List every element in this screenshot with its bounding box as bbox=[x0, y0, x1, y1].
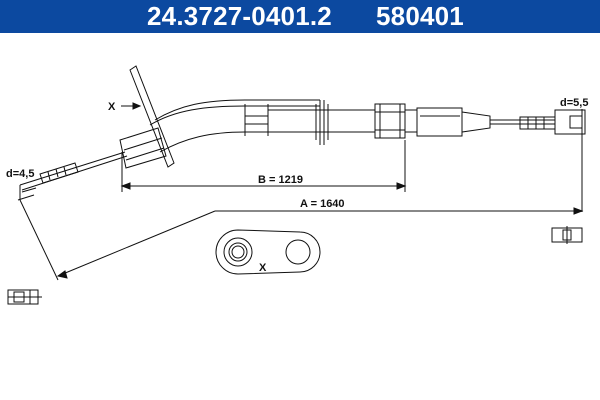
curved-conduit bbox=[149, 99, 320, 153]
view-arrow bbox=[121, 102, 142, 110]
cable-ferrule bbox=[374, 103, 491, 139]
flange-detail-view bbox=[215, 229, 321, 275]
view-marker-label: X bbox=[108, 101, 116, 113]
section-symbol-left bbox=[7, 289, 42, 305]
reference-code: 580401 bbox=[376, 1, 464, 31]
section-symbol-right bbox=[551, 226, 583, 244]
d-right-label: d=5,5 bbox=[560, 97, 588, 109]
d-left-label: d=4,5 bbox=[6, 168, 34, 180]
dimension-b bbox=[120, 140, 407, 192]
right-end-fitting bbox=[519, 109, 586, 212]
detail-marker-label: X bbox=[259, 262, 267, 274]
inner-wire bbox=[490, 119, 555, 125]
straight-conduit bbox=[268, 100, 375, 145]
dimension-b-label: B = 1219 bbox=[258, 174, 303, 186]
part-number: 24.3727-0401.2 bbox=[147, 1, 332, 31]
left-cable-end bbox=[17, 151, 128, 201]
title-bar: 24.3727-0401.2 580401 bbox=[0, 0, 600, 33]
dimension-a bbox=[19, 199, 584, 281]
dimension-a-label: A = 1640 bbox=[300, 198, 345, 210]
mounting-flange bbox=[119, 65, 175, 169]
